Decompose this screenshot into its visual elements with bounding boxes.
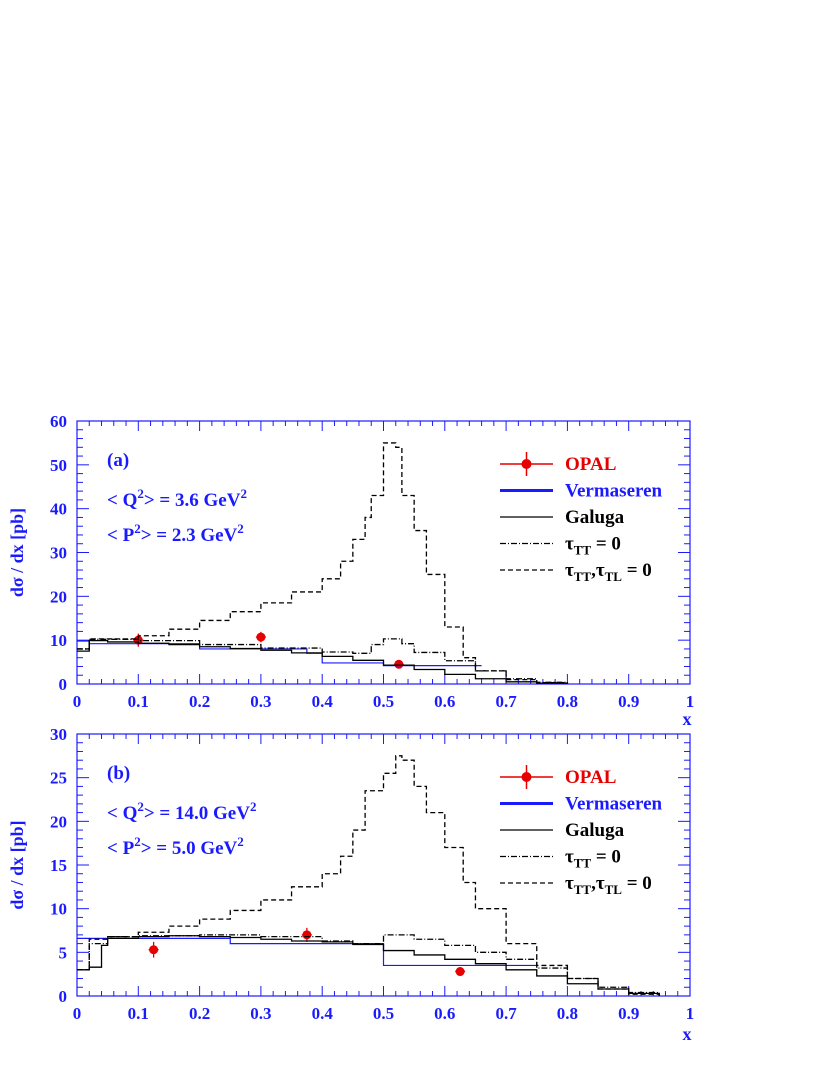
x-tick-label: 0.6 — [434, 692, 455, 711]
opal-data-point — [455, 967, 465, 977]
kinematics-annotation: < Q2> = 3.6 GeV2 — [107, 486, 247, 511]
series-galuga-line — [77, 935, 660, 996]
y-tick-label: 15 — [50, 856, 67, 875]
kinematics-annotation: < Q2> = 14.0 GeV2 — [107, 799, 256, 824]
legend-label: τTT = 0 — [565, 847, 621, 871]
series-tt-0-line — [77, 934, 660, 996]
x-tick-label: 0.7 — [495, 692, 517, 711]
series-tt-tl-0-line — [77, 442, 569, 684]
legend-label: τTT = 0 — [565, 534, 621, 558]
y-tick-label: 10 — [50, 631, 67, 650]
y-tick-label: 30 — [50, 725, 67, 744]
legend-label: τTT,τTL = 0 — [565, 560, 652, 584]
legend-label: Galuga — [565, 820, 625, 841]
legend-label: OPAL — [565, 767, 616, 788]
series-galuga-line — [77, 639, 569, 684]
x-tick-label: 1 — [686, 1004, 695, 1023]
legend-label: OPAL — [565, 454, 616, 475]
x-tick-label: 0 — [73, 692, 82, 711]
legend-marker-opal — [521, 772, 532, 782]
x-tick-label: 0.9 — [618, 1004, 639, 1023]
x-tick-label: 0.2 — [189, 692, 210, 711]
y-tick-label: 0 — [59, 987, 68, 1006]
x-tick-label: 0.4 — [312, 1004, 334, 1023]
panel-label: (b) — [107, 763, 130, 784]
x-tick-label: 0.5 — [373, 1004, 394, 1023]
legend-label: Vermaseren — [565, 481, 663, 502]
opal-data-point — [394, 659, 404, 669]
x-axis-title: x — [683, 709, 692, 729]
x-tick-label: 0.8 — [557, 1004, 578, 1023]
y-tick-label: 25 — [50, 769, 67, 788]
y-tick-label: 50 — [50, 456, 67, 475]
opal-data-point — [256, 632, 266, 642]
kinematics-annotation: < P2> = 2.3 GeV2 — [107, 521, 244, 546]
x-tick-label: 0.1 — [128, 692, 149, 711]
x-tick-label: 0.4 — [312, 692, 334, 711]
x-tick-label: 0.7 — [495, 1004, 517, 1023]
x-tick-label: 0.2 — [189, 1004, 210, 1023]
x-tick-label: 0.9 — [618, 692, 639, 711]
x-tick-label: 0.6 — [434, 1004, 455, 1023]
x-axis-title: x — [683, 1024, 692, 1044]
kinematics-annotation: < P2> = 5.0 GeV2 — [107, 834, 244, 859]
x-tick-label: 1 — [686, 692, 695, 711]
y-axis-title: dσ / dx [pb] — [7, 820, 27, 909]
x-tick-label: 0.3 — [250, 1004, 271, 1023]
y-tick-label: 40 — [50, 500, 67, 519]
x-tick-label: 0.1 — [128, 1004, 149, 1023]
panel-label: (a) — [107, 450, 129, 471]
legend-label: τTT,τTL = 0 — [565, 873, 652, 897]
opal-data-point — [302, 930, 312, 940]
x-tick-label: 0.3 — [250, 692, 271, 711]
y-tick-label: 10 — [50, 900, 67, 919]
opal-data-point — [149, 945, 159, 955]
series-tt-tl-0-line — [77, 755, 660, 996]
y-tick-label: 20 — [50, 587, 67, 606]
legend-label: Galuga — [565, 507, 625, 528]
legend-marker-opal — [521, 459, 532, 469]
y-tick-label: 60 — [50, 412, 67, 431]
x-tick-label: 0.8 — [557, 692, 578, 711]
x-tick-label: 0 — [73, 1004, 82, 1023]
y-axis-title: dσ / dx [pb] — [7, 508, 27, 597]
series-vermaseren-line — [77, 937, 537, 967]
y-tick-label: 30 — [50, 544, 67, 563]
y-tick-label: 20 — [50, 812, 67, 831]
series-tt-0-line — [77, 638, 569, 684]
legend-label: Vermaseren — [565, 794, 663, 815]
y-tick-label: 0 — [59, 675, 68, 694]
x-tick-label: 0.5 — [373, 692, 394, 711]
y-tick-label: 5 — [59, 943, 68, 962]
